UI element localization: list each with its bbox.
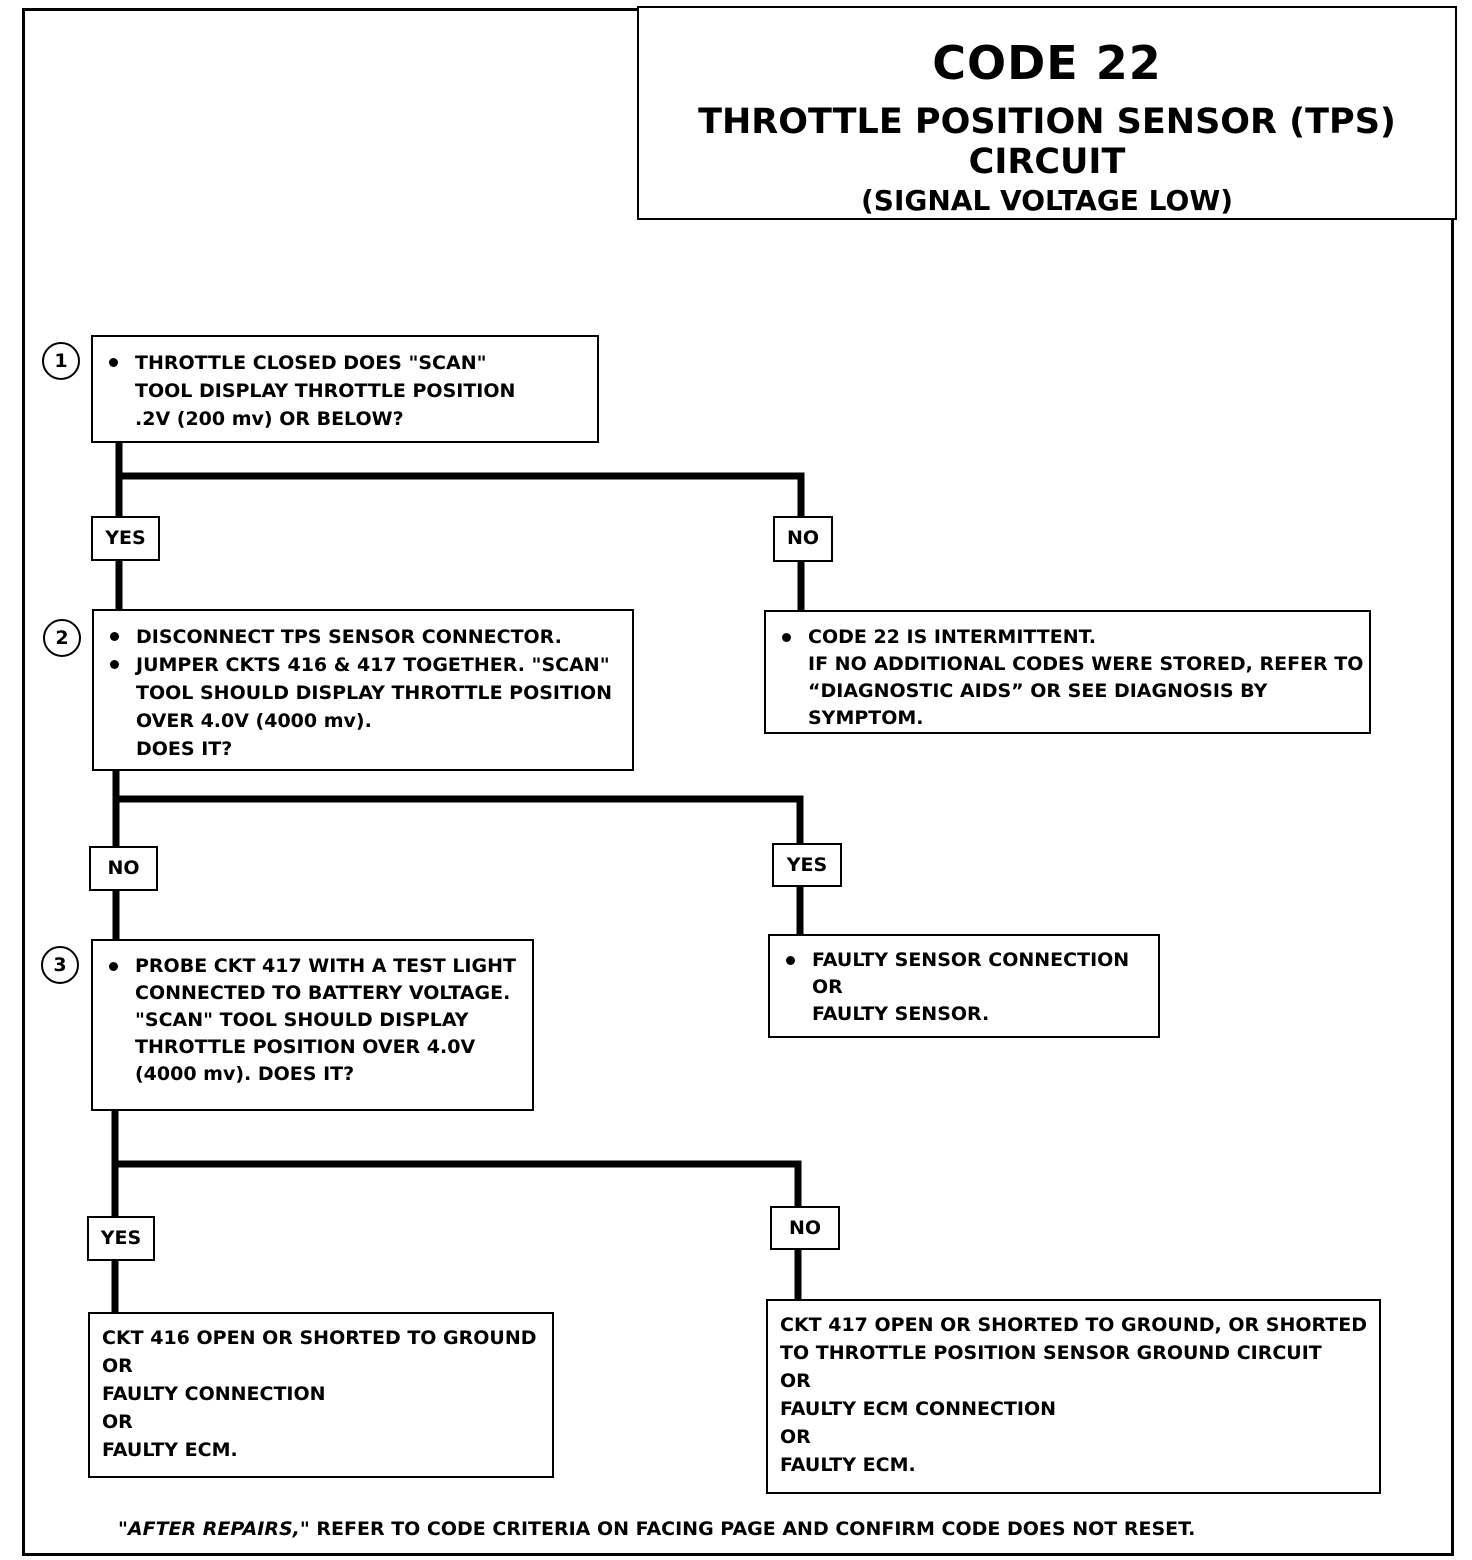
step-2-line: TOOL SHOULD DISPLAY THROTTLE POSITION (136, 682, 613, 704)
outcome-line: FAULTY SENSOR CONNECTION (782, 947, 1146, 974)
outcome-ckt417-box: CKT 417 OPEN OR SHORTED TO GROUND, OR SH… (766, 1299, 1381, 1494)
bullet-icon (782, 633, 791, 642)
outcome-line: OR (102, 1355, 133, 1377)
page-subtitle-qualifier: (SIGNAL VOLTAGE LOW) (860, 184, 1234, 217)
outcome-line: OR (102, 1411, 133, 1433)
outcome-line: CODE 22 IS INTERMITTENT. (778, 624, 1357, 651)
step-3-line: PROBE CKT 417 WITH A TEST LIGHT (105, 953, 520, 980)
page-title: CODE 22 (932, 36, 1162, 90)
bullet-icon (109, 962, 118, 971)
bullet-icon (110, 660, 119, 669)
outcome-line: CKT 416 OPEN OR SHORTED TO GROUND (102, 1327, 537, 1349)
outcome-line: TO THROTTLE POSITION SENSOR GROUND CIRCU… (780, 1342, 1322, 1364)
step-2-line: OVER 4.0V (4000 mv). (136, 710, 372, 732)
step-2-line: JUMPER CKTS 416 & 417 TOGETHER. "SCAN" (106, 651, 620, 679)
outcome-line: IF NO ADDITIONAL CODES WERE STORED, REFE… (808, 653, 1364, 675)
branch-label-no: NO (89, 846, 158, 891)
step-1-number: 1 (42, 342, 80, 380)
outcome-line: FAULTY SENSOR. (812, 1003, 990, 1025)
outcome-line: OR (812, 976, 843, 998)
outcome-line: CKT 417 OPEN OR SHORTED TO GROUND, OR SH… (780, 1314, 1367, 1336)
step-1-box: THROTTLE CLOSED DOES "SCAN" TOOL DISPLAY… (91, 335, 599, 443)
outcome-faulty-sensor-box: FAULTY SENSOR CONNECTION OR FAULTY SENSO… (768, 934, 1160, 1038)
branch-label-yes: YES (772, 843, 842, 887)
step-2-box: DISCONNECT TPS SENSOR CONNECTOR. JUMPER … (92, 609, 634, 771)
step-3-line: CONNECTED TO BATTERY VOLTAGE. (135, 982, 511, 1004)
title-block: CODE 22 THROTTLE POSITION SENSOR (TPS) C… (637, 6, 1457, 220)
step-3-line: (4000 mv). DOES IT? (135, 1063, 355, 1085)
branch-label-yes: YES (87, 1216, 155, 1261)
footer-emphasis: "AFTER REPAIRS," (118, 1518, 310, 1540)
footer-text: REFER TO CODE CRITERIA ON FACING PAGE AN… (309, 1518, 1196, 1540)
step-3-box: PROBE CKT 417 WITH A TEST LIGHT CONNECTE… (91, 939, 534, 1111)
step-2-number: 2 (43, 619, 81, 657)
outcome-line: FAULTY ECM. (102, 1439, 238, 1461)
step-1-line: .2V (200 mv) OR BELOW? (135, 408, 404, 430)
branch-label-yes: YES (91, 516, 160, 561)
branch-label-no: NO (770, 1206, 840, 1250)
bullet-icon (109, 358, 118, 367)
bullet-icon (110, 632, 119, 641)
step-2-line: DOES IT? (136, 738, 233, 760)
outcome-intermittent-box: CODE 22 IS INTERMITTENT. IF NO ADDITIONA… (764, 610, 1371, 734)
outcome-line: FAULTY ECM CONNECTION (780, 1398, 1056, 1420)
outcome-line: OR (780, 1370, 811, 1392)
outcome-line: OR (780, 1426, 811, 1448)
step-1-line: THROTTLE CLOSED DOES "SCAN" (105, 349, 585, 377)
step-3-number: 3 (41, 946, 79, 984)
step-1-line: TOOL DISPLAY THROTTLE POSITION (135, 380, 516, 402)
bullet-icon (786, 956, 795, 965)
footer-note: "AFTER REPAIRS," REFER TO CODE CRITERIA … (118, 1518, 1195, 1540)
outcome-line: FAULTY CONNECTION (102, 1383, 326, 1405)
step-3-line: THROTTLE POSITION OVER 4.0V (135, 1036, 476, 1058)
page-subtitle: THROTTLE POSITION SENSOR (TPS) CIRCUIT (698, 102, 1396, 182)
outcome-ckt416-box: CKT 416 OPEN OR SHORTED TO GROUND OR FAU… (88, 1312, 554, 1478)
outcome-line: FAULTY ECM. (780, 1454, 916, 1476)
outcome-line: “DIAGNOSTIC AIDS” OR SEE DIAGNOSIS BY (808, 680, 1268, 702)
branch-label-no: NO (773, 516, 833, 562)
step-3-line: "SCAN" TOOL SHOULD DISPLAY (135, 1009, 469, 1031)
step-2-line: DISCONNECT TPS SENSOR CONNECTOR. (106, 623, 620, 651)
outcome-line: SYMPTOM. (808, 707, 924, 729)
